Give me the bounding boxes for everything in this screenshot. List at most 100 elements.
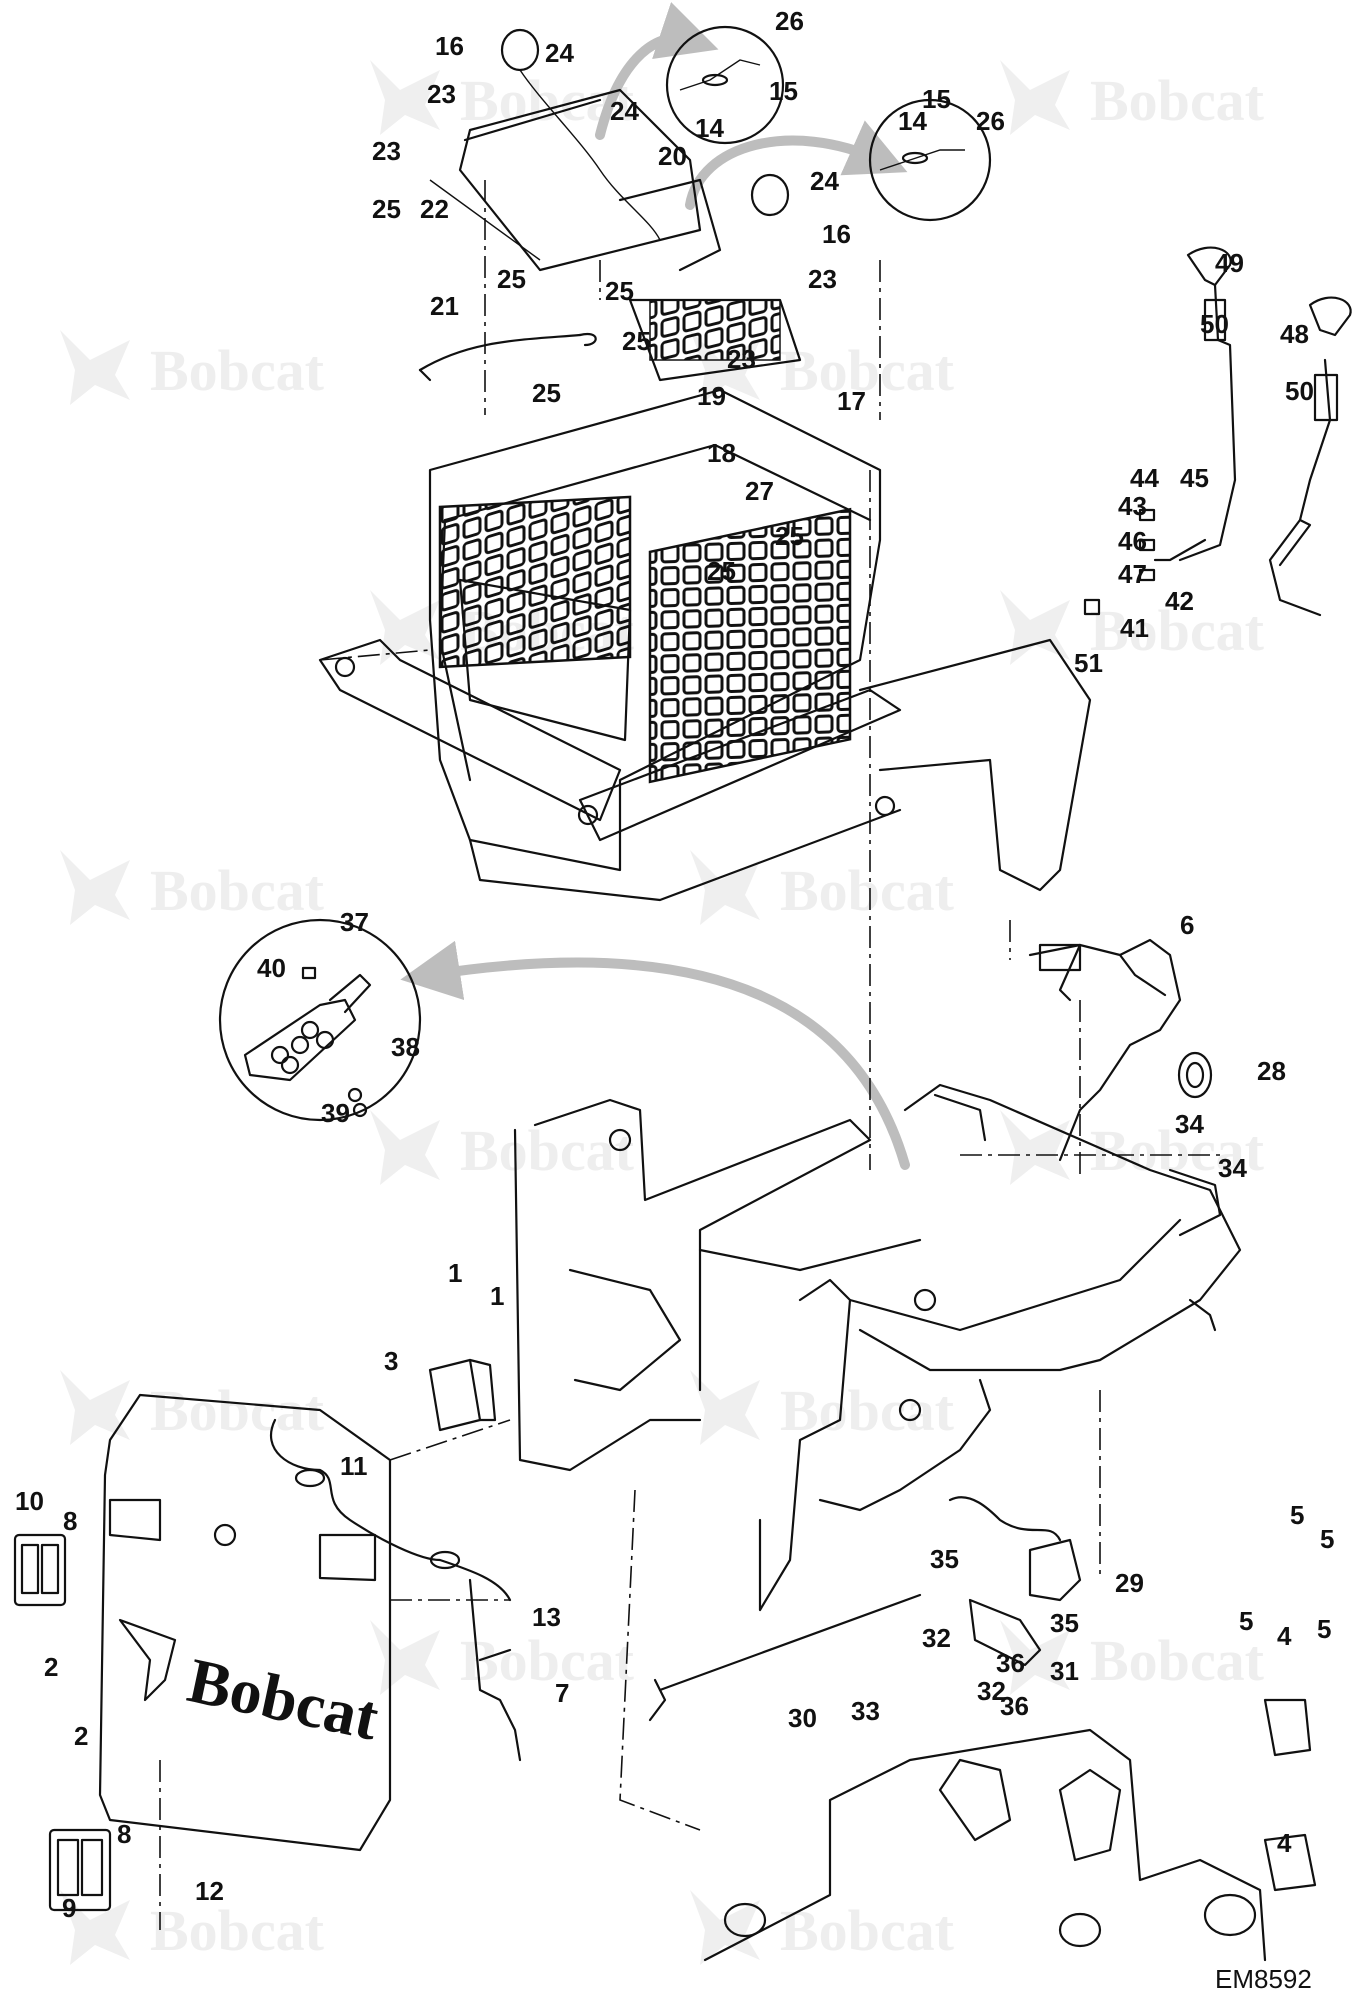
valve-assembly	[1028, 938, 1182, 1162]
callout-25: 25	[605, 276, 634, 306]
callout-47: 47	[1118, 559, 1147, 589]
watermark-logo-icon	[370, 60, 440, 135]
callout-48: 48	[1280, 319, 1309, 349]
callout-41: 41	[1120, 613, 1149, 643]
callout-25: 25	[372, 194, 401, 224]
callout-37: 37	[340, 907, 369, 937]
callout-49: 49	[1215, 248, 1244, 278]
callout-39: 39	[321, 1098, 350, 1128]
callout-28: 28	[1257, 1056, 1286, 1086]
callout-44: 44	[1130, 463, 1159, 493]
watermark-logo-icon	[370, 1620, 440, 1695]
watermark-logo-icon	[690, 1890, 760, 1965]
callout-30: 30	[788, 1703, 817, 1733]
control-handles	[1153, 246, 1352, 617]
watermark-text: Bobcat	[460, 1118, 635, 1183]
watermark-logo-icon	[60, 850, 130, 925]
callout-13: 13	[532, 1602, 561, 1632]
main-frame	[513, 1083, 1242, 1612]
callout-25: 25	[707, 556, 736, 586]
callout-43: 43	[1118, 491, 1147, 521]
watermark-text: Bobcat	[150, 1898, 325, 1963]
callout-5: 5	[1239, 1606, 1253, 1636]
watermark-text: Bobcat	[150, 858, 325, 923]
watermark-logo-icon	[690, 1370, 760, 1445]
callout-34: 34	[1218, 1153, 1247, 1183]
watermark-logo-icon	[1000, 1620, 1070, 1695]
detail-circle-pedal	[218, 918, 422, 1122]
watermark-text: Bobcat	[780, 1898, 955, 1963]
callout-7: 7	[555, 1678, 569, 1708]
callout-1: 1	[490, 1281, 504, 1311]
callout-8: 8	[63, 1506, 77, 1536]
callout-38: 38	[391, 1032, 420, 1062]
callout-6: 6	[1180, 910, 1194, 940]
callout-5: 5	[1320, 1524, 1334, 1554]
watermark-logo-icon	[60, 1370, 130, 1445]
callout-27: 27	[745, 476, 774, 506]
callout-32: 32	[977, 1676, 1006, 1706]
callout-16: 16	[822, 219, 851, 249]
callout-22: 22	[420, 194, 449, 224]
callout-2: 2	[74, 1721, 88, 1751]
callout-26: 26	[976, 106, 1005, 136]
callout-11: 11	[340, 1451, 368, 1481]
callout-36: 36	[1000, 1691, 1029, 1721]
callout-2: 2	[44, 1652, 58, 1682]
callout-15: 15	[922, 84, 951, 114]
watermark-logo-icon	[60, 1890, 130, 1965]
switch-parts	[1083, 508, 1156, 616]
callout-23: 23	[372, 136, 401, 166]
callout-12: 12	[195, 1876, 224, 1906]
callout-45: 45	[1180, 463, 1209, 493]
callout-35: 35	[930, 1544, 959, 1574]
panel-brand-logo: Bobcat	[182, 1644, 385, 1754]
callout-24: 24	[545, 38, 574, 68]
callout-42: 42	[1165, 586, 1194, 616]
light-brackets	[13, 1533, 112, 1912]
watermark-text: Bobcat	[780, 858, 955, 923]
watermark-text: Bobcat	[1090, 1628, 1265, 1693]
callout-10: 10	[15, 1486, 44, 1516]
detail-circle-top-left	[665, 25, 785, 145]
watermark-text: Bobcat	[150, 1378, 325, 1443]
callout-24: 24	[610, 96, 639, 126]
callout-26: 26	[775, 6, 804, 36]
callout-9: 9	[62, 1893, 76, 1923]
callout-20: 20	[658, 141, 687, 171]
callout-14: 14	[898, 106, 927, 136]
light-harness	[418, 332, 597, 382]
callout-50: 50	[1285, 376, 1314, 406]
seal	[1177, 1051, 1213, 1099]
watermark-logo-icon	[1000, 1110, 1070, 1185]
callout-1: 1	[448, 1258, 462, 1288]
callout-50: 50	[1200, 309, 1229, 339]
callout-31: 31	[1050, 1656, 1079, 1686]
watermark-text: Bobcat	[1090, 68, 1265, 133]
callout-35: 35	[1050, 1608, 1079, 1638]
watermark-text: Bobcat	[1090, 598, 1265, 663]
callout-5: 5	[1317, 1614, 1331, 1644]
callout-21: 21	[430, 291, 459, 321]
callout-17: 17	[837, 386, 866, 416]
callout-46: 46	[1118, 526, 1147, 556]
callout-40: 40	[257, 953, 286, 983]
watermark-logo-icon	[690, 850, 760, 925]
callout-18: 18	[707, 438, 736, 468]
callout-16: 16	[435, 31, 464, 61]
callout-23: 23	[727, 344, 756, 374]
bracket	[428, 1358, 497, 1432]
control-module	[948, 1496, 1082, 1667]
callout-34: 34	[1175, 1109, 1204, 1139]
detail-arrows	[400, 2, 910, 1170]
diagram-code: EM8592	[1215, 1964, 1312, 1994]
watermark-text: Bobcat	[780, 1378, 955, 1443]
wire-harness	[269, 1418, 522, 1762]
callout-4: 4	[1277, 1828, 1292, 1858]
cab-rops	[318, 298, 1092, 902]
callout-33: 33	[851, 1696, 880, 1726]
callout-32: 32	[922, 1623, 951, 1653]
callout-3: 3	[384, 1346, 398, 1376]
